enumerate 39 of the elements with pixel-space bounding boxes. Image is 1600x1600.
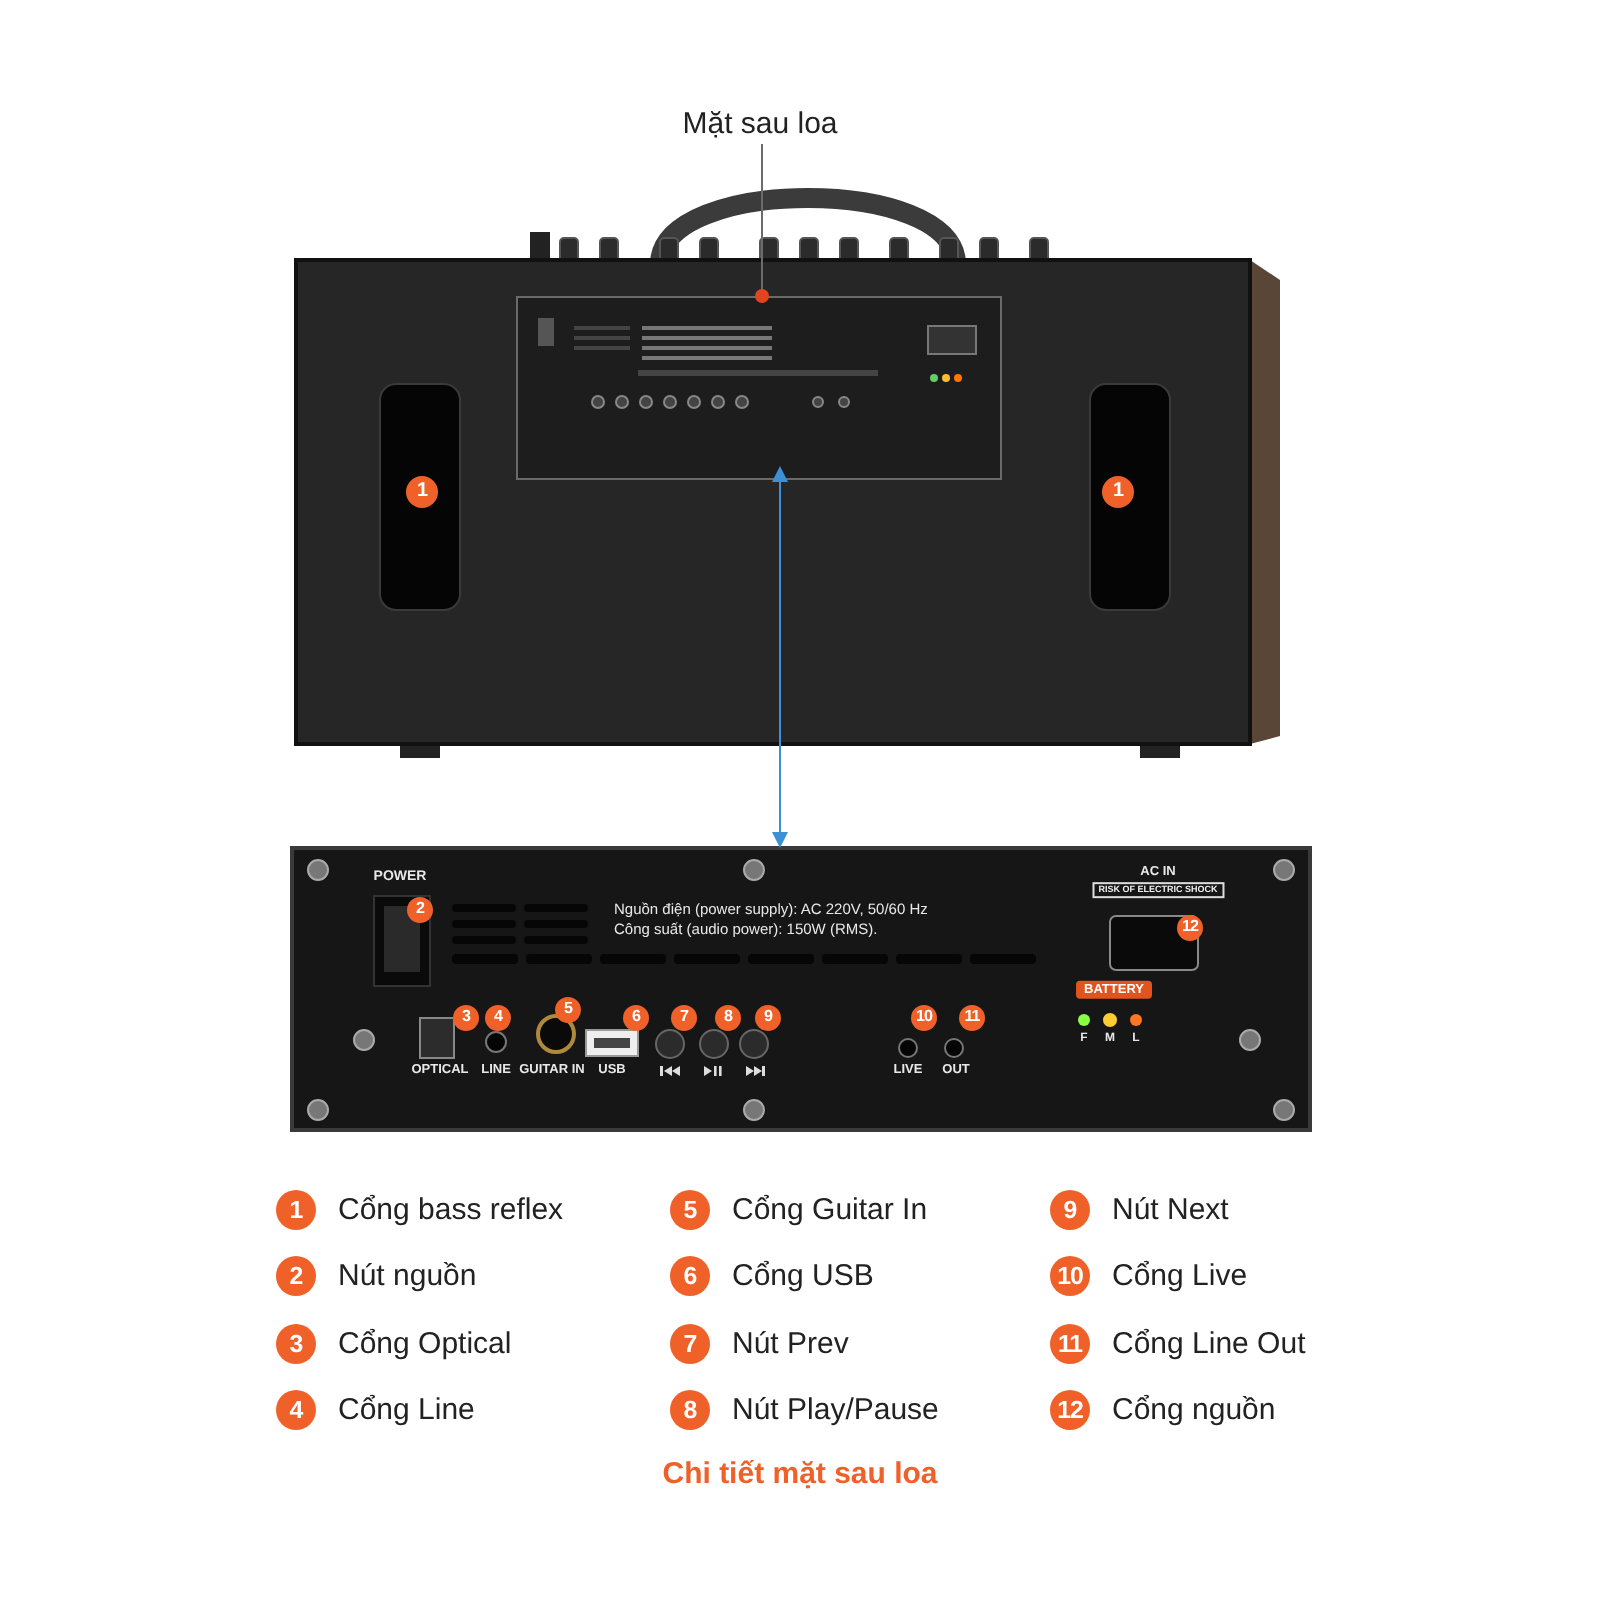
legend-text: Nút Next [1112, 1193, 1229, 1227]
legend-text: Cổng Live [1112, 1259, 1248, 1293]
legend-text: Nút Prev [732, 1327, 849, 1361]
callout-number: 7 [671, 1005, 697, 1031]
legend-text: Cổng Line [338, 1393, 475, 1427]
legend-text: Cổng Optical [338, 1327, 512, 1361]
legend-text: Cổng USB [732, 1259, 874, 1293]
callout-number: 8 [670, 1390, 710, 1430]
arrow [772, 466, 788, 848]
callout-number: 10 [911, 1005, 937, 1031]
legend-text: Nút nguồn [338, 1259, 477, 1293]
legend-text: Cổng Guitar In [732, 1193, 928, 1227]
legend-text: Nút Play/Pause [732, 1393, 939, 1427]
legend-text: Cổng bass reflex [338, 1193, 564, 1227]
callout-number: 4 [276, 1390, 316, 1430]
callout-number: 12 [1177, 915, 1203, 941]
callout-number: 6 [623, 1005, 649, 1031]
callout-number: 3 [453, 1005, 479, 1031]
callout-number: 5 [555, 997, 581, 1023]
callout-number: 1 [276, 1190, 316, 1230]
callout-number: 12 [1050, 1390, 1090, 1430]
callout-number: 2 [276, 1256, 316, 1296]
callout-number: 11 [959, 1005, 985, 1031]
callout-number: 3 [276, 1324, 316, 1364]
callout-number: 11 [1050, 1324, 1090, 1364]
callout-number: 9 [755, 1005, 781, 1031]
caption: Chi tiết mặt sau loa [662, 1457, 938, 1491]
callout-number: 9 [1050, 1190, 1090, 1230]
callout-number: 4 [485, 1005, 511, 1031]
callout-number: 5 [670, 1190, 710, 1230]
legend-text: Cổng Line Out [1112, 1327, 1306, 1361]
callout-number: 6 [670, 1256, 710, 1296]
callout-number: 10 [1050, 1256, 1090, 1296]
view-label: Mặt sau loa [682, 107, 838, 141]
rear-panel-drawing [516, 296, 1002, 480]
legend-text: Cổng nguồn [1112, 1393, 1276, 1427]
callout-number: 8 [715, 1005, 741, 1031]
callout-number: 7 [670, 1324, 710, 1364]
leader-line [755, 143, 769, 303]
